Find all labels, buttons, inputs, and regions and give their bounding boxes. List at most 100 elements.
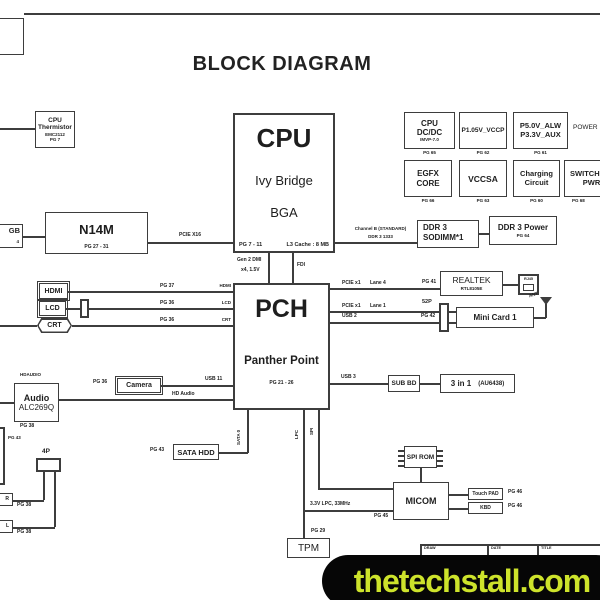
touchpad-box: Touch PAD <box>468 488 503 500</box>
channel-b-label: Channel B (STANDARD) <box>354 226 407 231</box>
audio-codec: ALC269Q <box>18 403 55 413</box>
rj45-label: RJ45 <box>523 277 534 281</box>
power-alw-l1: P5.0V_ALW <box>519 120 562 130</box>
wire-crt-left <box>0 325 37 327</box>
power-egfx-l2: CORE <box>416 178 440 188</box>
conn-4p-box <box>36 458 61 472</box>
titleblock-div2 <box>487 544 489 559</box>
power-cpu-dcdc-pg: PG 65 <box>423 150 436 155</box>
cpu-name: CPU <box>256 123 312 153</box>
titleblock-div1 <box>420 544 422 559</box>
pcie-x16-label: PCIE X16 <box>179 232 201 238</box>
n14m-name: N14M <box>79 222 114 237</box>
power-alw-l2: P3.3V_AUX <box>520 129 561 139</box>
kbd-box: KBD <box>468 502 503 514</box>
lan-pg: PG 41 <box>422 279 437 285</box>
wire-dmi <box>268 253 270 283</box>
hdmi-connector: HDMI <box>36 280 71 302</box>
tpm-label: TPM <box>297 542 320 554</box>
tpm-pg: PG 29 <box>311 528 326 534</box>
audio-pg: PG 38 <box>20 423 35 429</box>
camera-label: Camera <box>126 382 152 389</box>
wire-hd-audio <box>58 399 233 401</box>
power-egfx-l1: EGFX <box>417 169 439 179</box>
lpc-bus-label: LPC <box>294 430 299 439</box>
tpm-box: TPM <box>287 538 330 558</box>
spi-rom-box: SPI ROM <box>404 446 437 468</box>
power-cpu-dcdc-l2: DC/DC <box>416 127 443 137</box>
pch-name: PCH <box>255 295 308 323</box>
n14m-pg: PG 27 - 31 <box>84 244 109 250</box>
ic-pin <box>437 460 443 462</box>
vram-line2: 4 <box>16 239 19 245</box>
conn-4p-label: 4P <box>42 448 50 455</box>
ddr3-power-name: DDR 3 Power <box>497 223 549 233</box>
lcd-cable-connector <box>80 299 89 318</box>
pcie-x1-b-label: PCIE x1 <box>342 303 361 309</box>
wire-4p-l-v <box>54 472 56 527</box>
ic-pin <box>437 465 443 467</box>
vram-box: GB 4 <box>0 224 23 248</box>
ic-pin <box>398 460 404 462</box>
wire-usb3 <box>330 383 388 385</box>
camera-box: Camera <box>114 375 164 396</box>
wire-4p-r-h <box>13 500 44 502</box>
wire-pcie-lane4 <box>330 288 440 290</box>
wire-vram-n14m <box>23 236 45 238</box>
pch-codename: Panther Point <box>244 355 319 367</box>
ddr3-power-pg: PG 64 <box>516 232 530 238</box>
cpu-block: CPU Ivy Bridge BGA PG 7 - 11 L3 Cache : … <box>233 113 335 253</box>
wire-lan-jack <box>503 284 518 286</box>
lcd-connector-label: LCD <box>45 305 60 312</box>
micom-box: MICOM <box>393 482 449 520</box>
power-charging-l2: Circuit <box>524 177 549 187</box>
ic-pin <box>398 455 404 457</box>
power-switching-l1: SWITCHING <box>570 168 600 178</box>
thermistor-line2: Thermistor <box>38 124 72 132</box>
hdaudio-bus-label: HDAUDIO <box>20 372 41 377</box>
power-cpu-dcdc-l3: IMVP-7.0 <box>420 137 439 143</box>
ant-label: ANT <box>528 290 539 299</box>
thermistor-pg: PG 7 <box>49 136 61 142</box>
lan-part: RTL8105E <box>460 285 483 291</box>
power-section-label: POWER <box>573 124 598 131</box>
ddr3-power-box: DDR 3 Power PG 64 <box>489 216 557 245</box>
lcd-connector: LCD <box>36 298 69 319</box>
power-vccsa-pg: PG 63 <box>476 198 490 203</box>
titleblock-date: DATE <box>491 546 502 550</box>
wire-crt <box>72 325 233 327</box>
minicard-box: Mini Card 1 <box>456 307 534 328</box>
hdmi-signal: HDMI <box>219 283 232 288</box>
power-vccsa-l1: VCCSA <box>468 173 498 184</box>
wire-micom-kbd <box>449 508 468 510</box>
power-vccp-pg: PG 62 <box>476 150 490 155</box>
rj45-jack: RJ45 <box>518 274 539 295</box>
thermistor-line1: CPU <box>48 116 62 124</box>
lcd-signal: LCD <box>221 300 231 305</box>
touchpad-label: Touch PAD <box>472 491 499 497</box>
crt-connector: CRT <box>37 318 72 333</box>
power-cpu-dcdc-box: CPU DC/DC IMVP-7.0 <box>404 112 455 149</box>
speaker-l-pg: PG 38 <box>17 529 32 535</box>
watermark: thetechstall.com <box>322 555 600 600</box>
wire-fdi <box>292 253 294 283</box>
wire-ant <box>534 317 546 319</box>
ic-pin <box>398 465 404 467</box>
power-charging-box: Charging Circuit <box>513 160 560 197</box>
sata-hdd-label: SATA HDD <box>177 447 215 457</box>
wire-hdmi <box>68 291 233 293</box>
sodimm-box: DDR 3 SODIMM*1 <box>417 220 479 248</box>
pcie-x1-a-label: PCIE x1 <box>342 280 361 286</box>
titleblock-title: TITLE <box>541 546 552 550</box>
left-io-pg: PG 43 <box>8 435 21 440</box>
power-charging-pg: PG 60 <box>530 198 543 203</box>
wire-spi-h <box>318 488 393 490</box>
power-vccp-box: P1.05V_VCCP <box>459 112 507 149</box>
power-vccsa-box: VCCSA <box>459 160 507 197</box>
power-vccp-l1: P1.05V_VCCP <box>461 127 505 134</box>
wire-spi-v <box>318 410 320 488</box>
thermistor-part: EMC2112 <box>45 131 65 137</box>
vram-line1: GB <box>8 226 20 235</box>
minicard-pg: PG 42 <box>421 313 436 319</box>
ic-pin <box>398 450 404 452</box>
